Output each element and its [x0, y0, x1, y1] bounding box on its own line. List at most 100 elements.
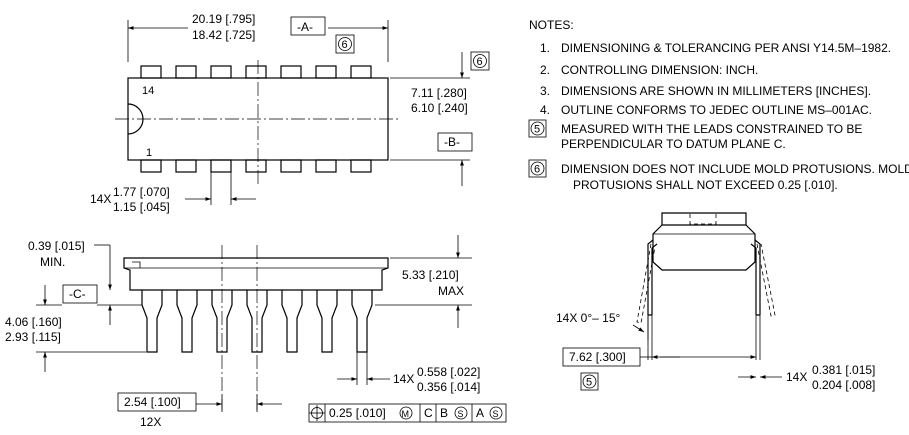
length-min-label: 18.42 [.725] [192, 28, 255, 42]
end-body [652, 224, 756, 271]
note-5-box [580, 372, 599, 391]
lead [175, 65, 197, 79]
end-lead-width-min: 0.204 [.008] [812, 378, 875, 392]
lead [316, 290, 338, 353]
lead-thickness-qty: 14X [393, 372, 414, 386]
end-lead-width-qty: 14X [786, 370, 807, 384]
angle-label: 14X 0°– 15° [556, 311, 621, 325]
lead-length-max: 4.06 [.160] [5, 315, 62, 329]
standoff-label: 0.39 [.015] [28, 239, 85, 253]
row-spacing-box [562, 347, 641, 367]
mmc-modifier: M [402, 409, 410, 419]
note-6-circle [530, 161, 545, 176]
note-1-number: 1. [540, 41, 550, 55]
rfs-modifier: S [493, 409, 499, 419]
note-5-number: 5 [586, 377, 592, 389]
note-4-number: 4. [540, 103, 550, 117]
notes-block: NOTES: 1. DIMENSIONING & TOLERANCING PER… [528, 18, 909, 192]
note-6-circle [338, 37, 352, 51]
fcf-datum-a: A [476, 406, 484, 420]
rfs-modifier-circle [454, 406, 468, 420]
lead [140, 159, 162, 173]
datum-a-box [290, 16, 326, 36]
lead [350, 65, 372, 79]
note-2-text: CONTROLLING DIMENSION: INCH. [561, 63, 758, 77]
side-view: 0.39 [.015] MIN. -C- 4.06 [.160] 2.93 [.… [5, 235, 507, 429]
lead [176, 290, 198, 353]
lead [350, 159, 372, 173]
lead [315, 159, 337, 173]
datum-c-label: -C- [69, 287, 86, 301]
fcf-datum-b: B [440, 406, 448, 420]
lead [351, 290, 373, 353]
lead [245, 65, 267, 79]
lead [281, 290, 303, 353]
width-min-label: 6.10 [.240] [411, 101, 468, 115]
lead-width-min: 1.15 [.045] [113, 200, 170, 214]
mmc-modifier-circle [399, 406, 413, 420]
note-5-line1: MEASURED WITH THE LEADS CONSTRAINED TO B… [561, 122, 862, 136]
note-6-line1: DIMENSION DOES NOT INCLUDE MOLD PROTUSIO… [561, 162, 909, 176]
note-3-text: DIMENSIONS ARE SHOWN IN MILLIMETERS [INC… [561, 84, 871, 98]
bottom-leads [140, 159, 372, 173]
lead [141, 290, 163, 353]
note-6-number: 6 [477, 56, 483, 68]
note-6-number: 6 [342, 39, 348, 51]
note-6-number: 6 [534, 164, 540, 176]
pin-1-label: 1 [146, 147, 152, 159]
height-max-word: MAX [438, 284, 464, 298]
lead [175, 159, 197, 173]
lead [280, 65, 302, 79]
width-max-label: 7.11 [.280] [411, 86, 467, 100]
lead-width-max: 1.77 [.070] [113, 185, 170, 199]
lead [245, 159, 267, 173]
standoff-min-label: MIN. [40, 255, 65, 269]
end-lead-right [750, 239, 761, 316]
lead-thickness-max: 0.558 [.022] [417, 365, 480, 379]
height-max-label: 5.33 [.210] [402, 268, 459, 282]
top-leads [140, 65, 372, 79]
lead-thickness-min: 0.356 [.014] [417, 380, 480, 394]
splayed-lead-right [756, 243, 776, 317]
lead [280, 159, 302, 173]
lead [210, 65, 232, 79]
lead [210, 159, 232, 173]
datum-b-box [437, 132, 473, 152]
datum-a-label: -A- [297, 20, 313, 34]
feature-control-frame: 0.25 [.010] M C B S A S [308, 403, 507, 423]
side-body [123, 257, 389, 291]
note-6-line2: PROTUSIONS SHALL NOT EXCEED 0.25 [.010]. [573, 178, 838, 192]
top-view: 20.19 [.795] 18.42 [.725] -A- 6 14 1 [90, 12, 490, 214]
row-spacing-label: 7.62 [.300] [569, 350, 626, 364]
end-view: 14X 0°– 15° 7.62 [.300] 5 14X 0.381 [.01… [556, 212, 875, 392]
pitch-box [117, 392, 197, 412]
length-max-label: 20.19 [.795] [192, 12, 255, 26]
datum-c-box [62, 284, 98, 304]
note-2-number: 2. [540, 63, 550, 77]
datum-b-label: -B- [444, 135, 460, 149]
note-4-text: OUTLINE CONFORMS TO JEDEC OUTLINE MS–001… [561, 103, 872, 117]
note-6-box [470, 51, 490, 71]
note-3-number: 3. [540, 84, 550, 98]
note-6-circle [473, 54, 487, 68]
pin1-mark [132, 261, 141, 268]
pitch-qty-label: 12X [140, 415, 161, 429]
lead-width-qty: 14X [90, 192, 111, 206]
end-lead-width-max: 0.381 [.015] [812, 363, 875, 377]
note-5-line2: PERPENDICULAR TO DATUM PLANE C. [561, 137, 786, 151]
pin1-notch-hidden [689, 214, 717, 225]
lead [140, 65, 162, 79]
note-5-circle [582, 374, 597, 389]
fcf-datum-c: C [424, 406, 433, 420]
note-5-box [528, 119, 547, 138]
lead-length-min: 2.93 [.115] [5, 330, 61, 344]
end-body-top [661, 212, 747, 226]
angle-leader [632, 324, 645, 333]
rfs-modifier-circle [489, 406, 503, 420]
pitch-label: 2.54 [.100] [124, 395, 181, 409]
fcf-tolerance: 0.25 [.010] [329, 406, 386, 420]
note-5-circle [530, 121, 545, 136]
lead [315, 65, 337, 79]
note-5-number: 5 [534, 124, 540, 136]
